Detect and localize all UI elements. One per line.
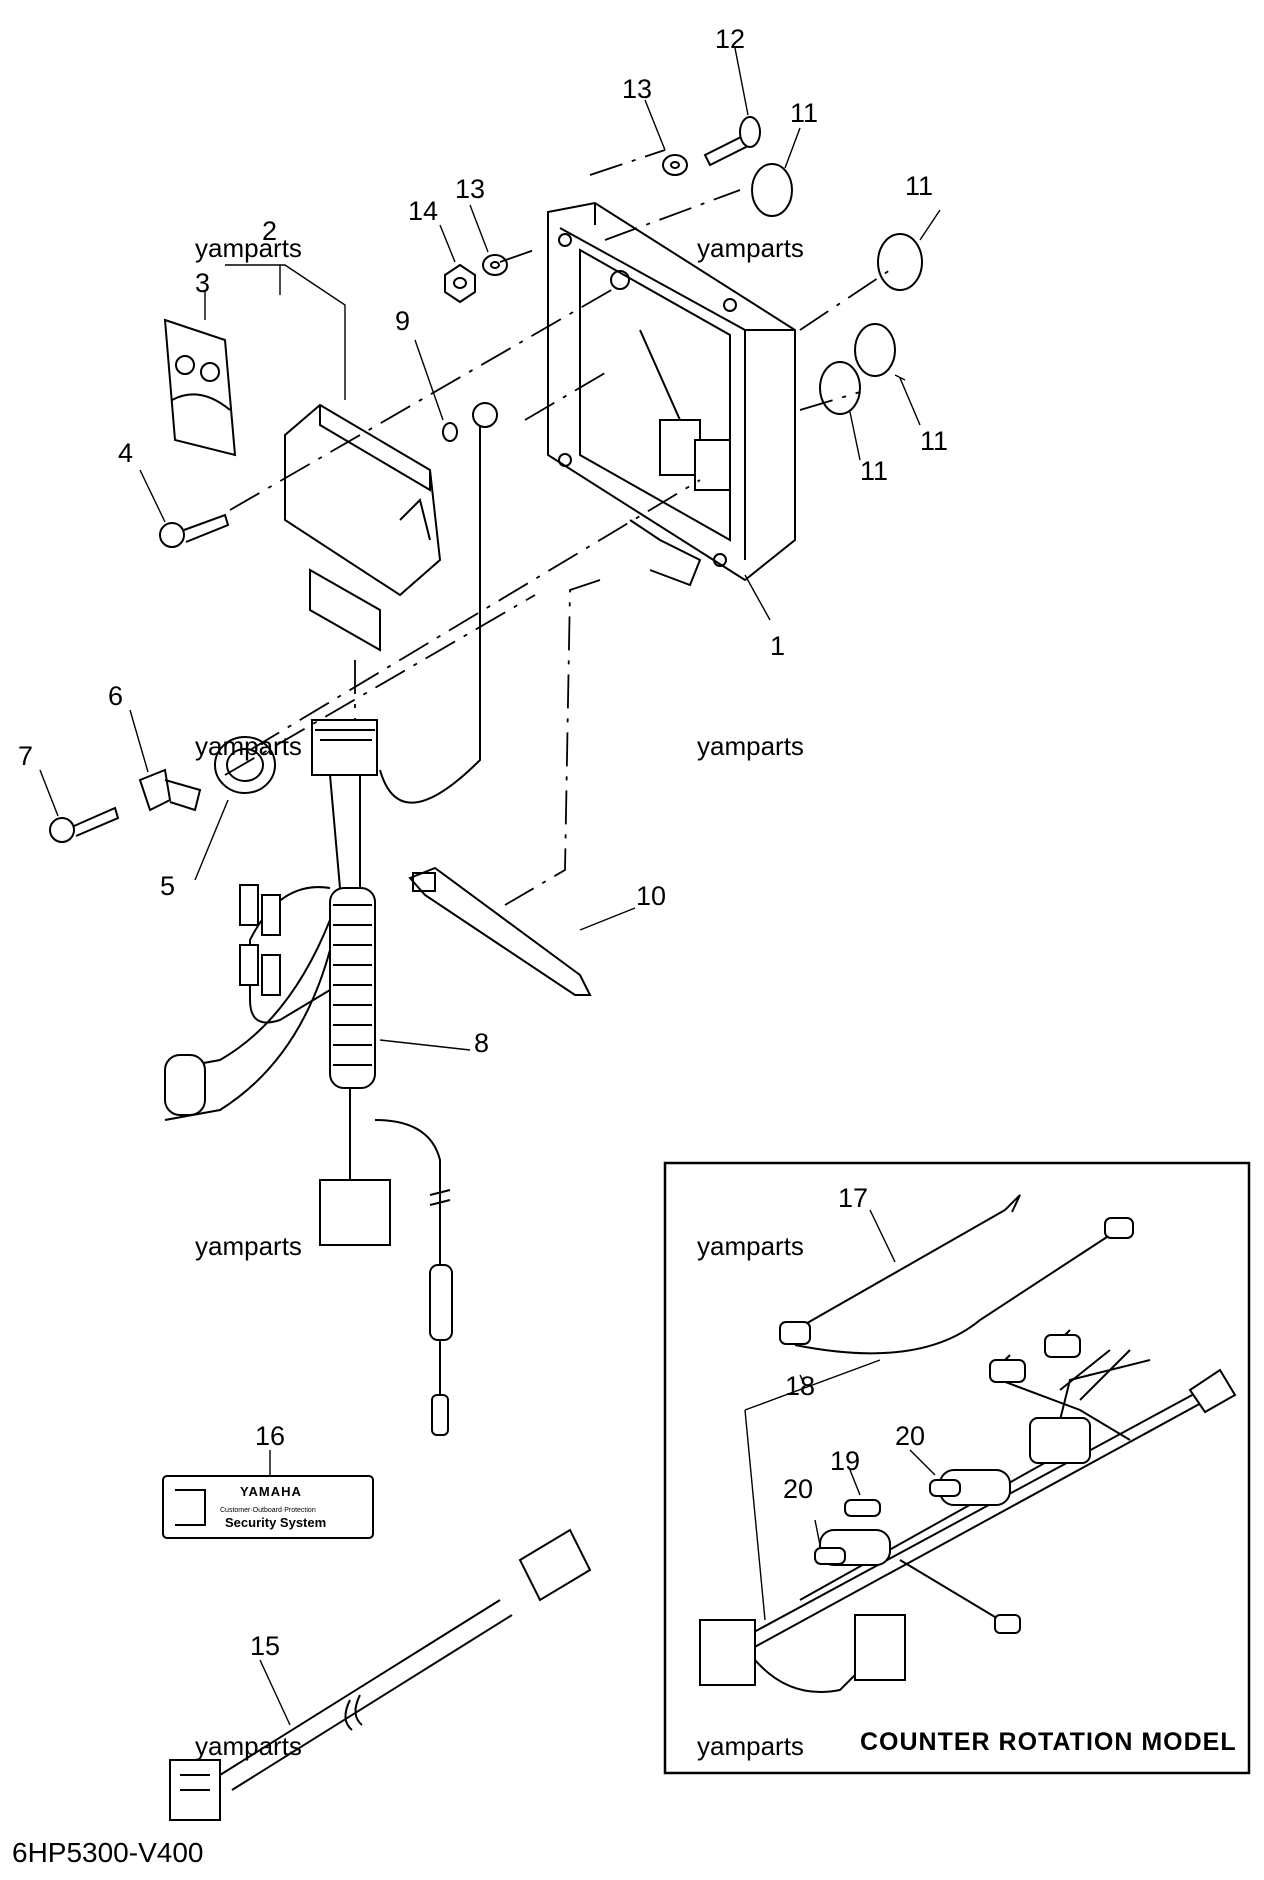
- watermark: yamparts: [697, 1231, 804, 1261]
- callout-17: 17: [838, 1183, 868, 1213]
- callout-13-b: 13: [455, 174, 485, 204]
- callout-11-a: 11: [790, 98, 818, 128]
- callout-4: 4: [118, 438, 133, 468]
- callout-5: 5: [160, 871, 175, 901]
- label-name: Security System: [225, 1515, 326, 1530]
- callout-14: 14: [408, 196, 438, 226]
- callout-7: 7: [18, 741, 33, 771]
- part-16-label-plate: YAMAHA Customer·Outboard·Protection Secu…: [162, 1475, 374, 1539]
- part-19-fuse: [844, 1499, 881, 1517]
- diagram-code: 6HP5300-V400: [12, 1837, 203, 1868]
- part-8-harness: [164, 402, 498, 1436]
- callout-11-d: 11: [860, 456, 888, 486]
- callout-10: 10: [636, 881, 666, 911]
- part-18-sub-harness: [699, 1329, 1237, 1693]
- callout-20-a: 20: [895, 1421, 925, 1451]
- part-10-cable-tie: [408, 866, 592, 996]
- part-3-remote: [163, 318, 237, 457]
- watermark: yamparts: [195, 731, 302, 761]
- callout-19: 19: [830, 1446, 860, 1476]
- label-tagline: Customer·Outboard·Protection: [220, 1507, 316, 1514]
- label-brand: YAMAHA: [240, 1484, 302, 1499]
- part-17-lead-wire: [779, 1194, 1134, 1355]
- callout-18: 18: [785, 1371, 815, 1401]
- callout-20-b: 20: [783, 1474, 813, 1504]
- part-6-bracket: [138, 768, 202, 812]
- callout-6: 6: [108, 681, 123, 711]
- part-12-screw: [703, 116, 761, 167]
- part-7-screw: [49, 806, 120, 843]
- part-4-screw: [159, 513, 230, 548]
- watermark: yamparts: [697, 233, 804, 263]
- callout-15: 15: [250, 1631, 280, 1661]
- watermark: yamparts: [697, 1731, 804, 1761]
- watermark: yamparts: [195, 233, 302, 263]
- callout-9: 9: [395, 306, 410, 336]
- part-9-o-ring: [442, 422, 458, 442]
- callout-1: 1: [770, 631, 785, 661]
- watermark: yamparts: [195, 1231, 302, 1261]
- part-13-washer: [482, 154, 688, 276]
- part-2-control-unit: [284, 403, 442, 652]
- counter-rotation-inset: [663, 1161, 1251, 1775]
- callout-11-c: 11: [920, 426, 948, 456]
- callout-11-b: 11: [905, 171, 933, 201]
- watermark: yamparts: [195, 1731, 302, 1761]
- part-11-seal: [751, 163, 923, 415]
- callout-12: 12: [715, 24, 745, 54]
- watermark: yamparts: [697, 731, 804, 761]
- callout-13-a: 13: [622, 74, 652, 104]
- part-5-buzzer: [214, 736, 276, 794]
- callout-8: 8: [474, 1028, 489, 1058]
- callout-16: 16: [255, 1421, 285, 1451]
- part-14-nut: [444, 263, 476, 304]
- inset-title: COUNTER ROTATION MODEL: [860, 1728, 1237, 1756]
- callout-3: 3: [195, 268, 210, 298]
- callout-2: 2: [262, 216, 277, 246]
- part-1-box-housing: [547, 201, 796, 587]
- part-15-extension-harness: [169, 1528, 592, 1821]
- part-20-fuse: [814, 1479, 961, 1565]
